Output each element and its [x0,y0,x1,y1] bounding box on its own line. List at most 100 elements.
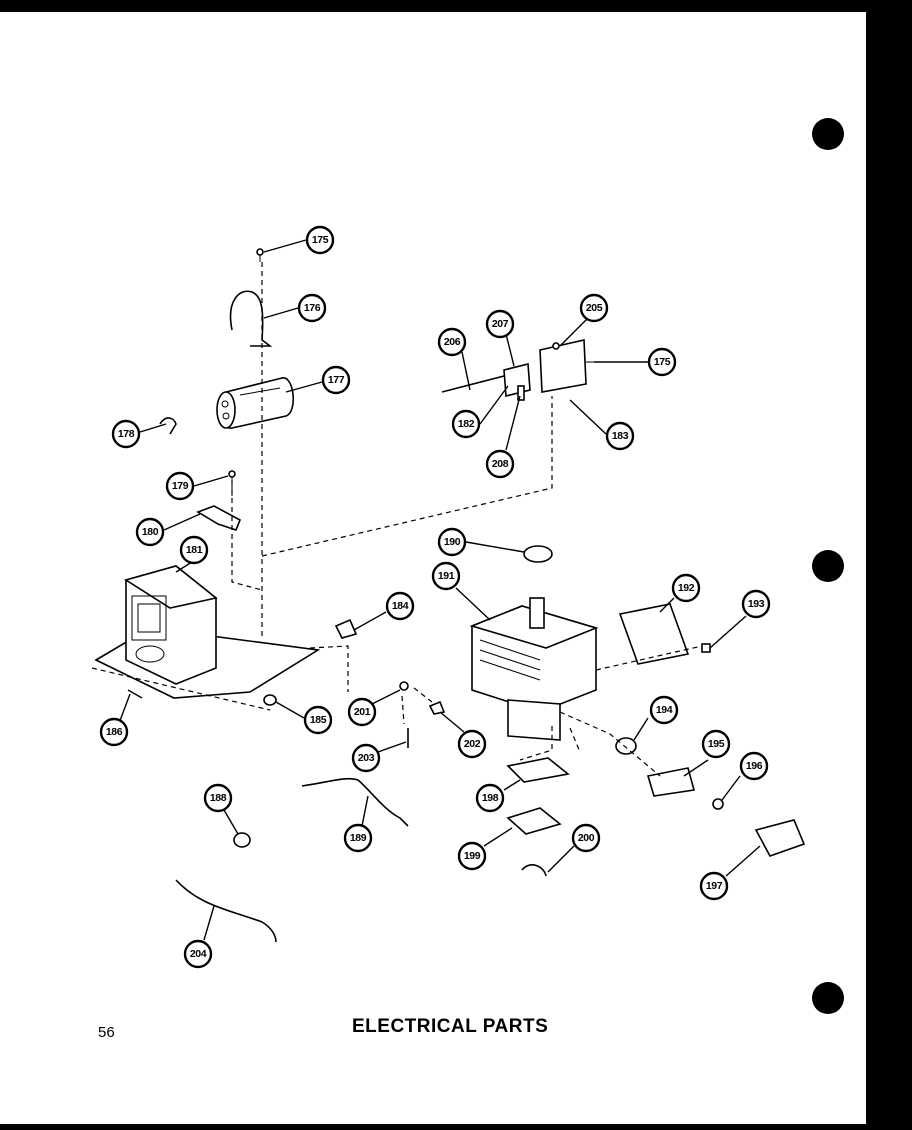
part-plate-192 [618,603,690,665]
callout-label: 194 [656,704,673,716]
callout-label: 179 [172,480,189,492]
callout-178: 178 [111,419,141,449]
part-nut-196 [712,798,724,810]
parts-sheet [0,12,866,1124]
part-gasket-190 [523,545,553,563]
callout-label: 188 [210,792,227,804]
part-gasket-198 [506,757,570,783]
callout-label: 185 [310,714,327,726]
callout-label: 195 [708,738,725,750]
callout-label: 189 [350,832,367,844]
callout-label: 175 [312,234,329,246]
callout-label: 200 [578,832,595,844]
part-magnetron-191 [469,597,599,741]
callout-184-top: 184 [385,591,415,621]
callout-label: 205 [586,302,603,314]
callout-191: 191 [431,561,461,591]
part-bracket-178 [159,417,177,435]
callout-180: 180 [135,517,165,547]
callout-label: 184 [392,600,409,612]
leader-lines [117,239,761,941]
callout-182: 182 [451,409,481,439]
callout-199: 199 [457,841,487,871]
callout-label: 191 [438,570,455,582]
callout-label: 175 [654,356,671,368]
callout-label: 186 [106,726,123,738]
part-connector-202 [428,700,446,715]
callout-192: 192 [671,573,701,603]
callout-195: 195 [701,729,731,759]
part-transformer-181 [94,565,321,699]
callout-label: 201 [354,706,371,718]
binder-hole-middle [812,550,844,582]
callout-label: 203 [358,752,375,764]
callout-183: 183 [605,421,635,451]
callout-175-right: 175 [647,347,677,377]
callout-181: 181 [179,535,209,565]
callout-label: 204 [190,948,207,960]
part-thermal-protector-194 [615,737,637,755]
page-number: 56 [98,1024,115,1041]
part-screw-186 [127,689,143,699]
part-wire-harness-204 [175,879,277,943]
callout-185: 185 [303,705,333,735]
callout-189: 189 [343,823,373,853]
part-screw-175 [256,248,264,262]
part-clamp-176 [229,290,273,347]
callout-202: 202 [457,729,487,759]
assembly-dashed-lines [91,262,703,777]
callout-label: 177 [328,374,345,386]
part-diode-180 [196,505,242,531]
callout-197: 197 [699,871,729,901]
callout-label: 192 [678,582,695,594]
page-title: ELECTRICAL PARTS [352,1016,549,1037]
callout-label: 190 [444,536,461,548]
callout-203: 203 [351,743,381,773]
part-connector-193 [701,643,711,653]
callout-label: 176 [304,302,321,314]
callout-label: 180 [142,526,159,538]
callout-label: 199 [464,850,481,862]
callout-label: 198 [482,792,499,804]
callout-208: 208 [485,449,515,479]
callout-207: 207 [485,309,515,339]
part-capacitor-177 [216,377,294,429]
callout-label: 206 [444,336,461,348]
callout-190: 190 [437,527,467,557]
scan-edge [866,0,912,1130]
callout-176: 176 [297,293,327,323]
callout-206: 206 [437,327,467,357]
callout-label: 202 [464,738,481,750]
callout-label: 196 [746,760,763,772]
binder-hole-bottom [812,982,844,1014]
callout-label: 181 [186,544,203,556]
callout-194: 194 [649,695,679,725]
callout-200: 200 [571,823,601,853]
callout-193: 193 [741,589,771,619]
part-power-cord-189 [301,777,409,827]
callout-196: 196 [739,751,769,781]
part-cover-199 [506,807,562,835]
callout-205: 205 [579,293,609,323]
callout-177: 177 [321,365,351,395]
callout-198: 198 [475,783,505,813]
part-terminal-201 [399,681,409,691]
part-cover-197 [754,819,806,857]
callout-label: 182 [458,418,475,430]
callout-179: 179 [165,471,195,501]
callout-204: 204 [183,939,213,969]
callout-201: 201 [347,697,377,727]
part-clip-200 [521,864,547,877]
callout-label: 208 [492,458,509,470]
callout-175-top: 175 [305,225,335,255]
callout-label: 183 [612,430,629,442]
callout-label: 207 [492,318,509,330]
callout-188: 188 [203,783,233,813]
binder-hole-top [812,118,844,150]
part-bracket-195 [646,767,696,797]
part-grommet-188 [233,832,251,848]
callout-186: 186 [99,717,129,747]
part-nut-185 [263,694,277,706]
callout-label: 197 [706,880,723,892]
